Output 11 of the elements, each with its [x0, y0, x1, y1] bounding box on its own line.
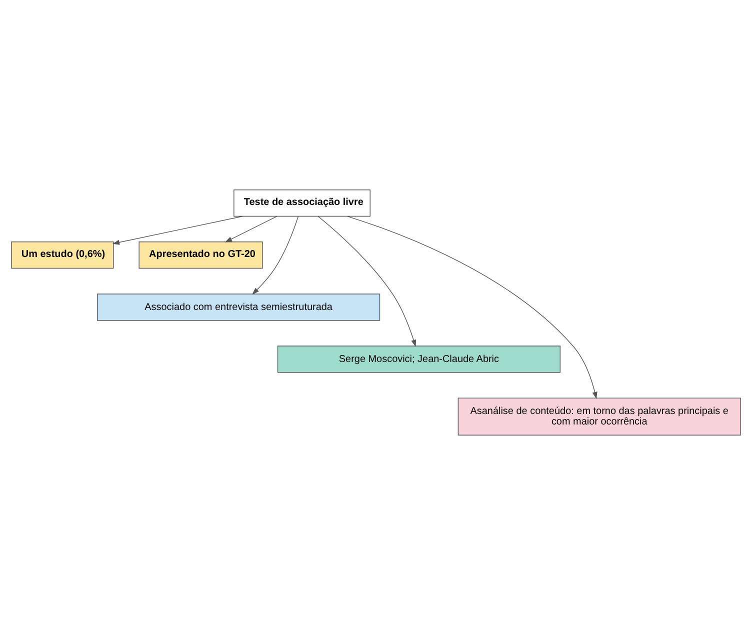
- node-box: Um estudo (0,6%): [11, 242, 114, 269]
- arrow: [224, 216, 278, 242]
- node-box: Apresentado no GT-20: [138, 242, 263, 269]
- node-box: Associado com entrevista semiestruturada: [97, 294, 380, 321]
- arrow: [112, 216, 244, 245]
- node-box: Serge Moscovici; Jean-Claude Abric: [277, 346, 560, 373]
- node-box: Asanálise de conteúdo: em torno das palavras principais e com maior ocorrência: [458, 398, 741, 436]
- node-box: Teste de associação livre: [234, 190, 370, 217]
- arrow: [318, 216, 416, 347]
- arrow: [252, 216, 299, 295]
- arrow: [347, 216, 598, 400]
